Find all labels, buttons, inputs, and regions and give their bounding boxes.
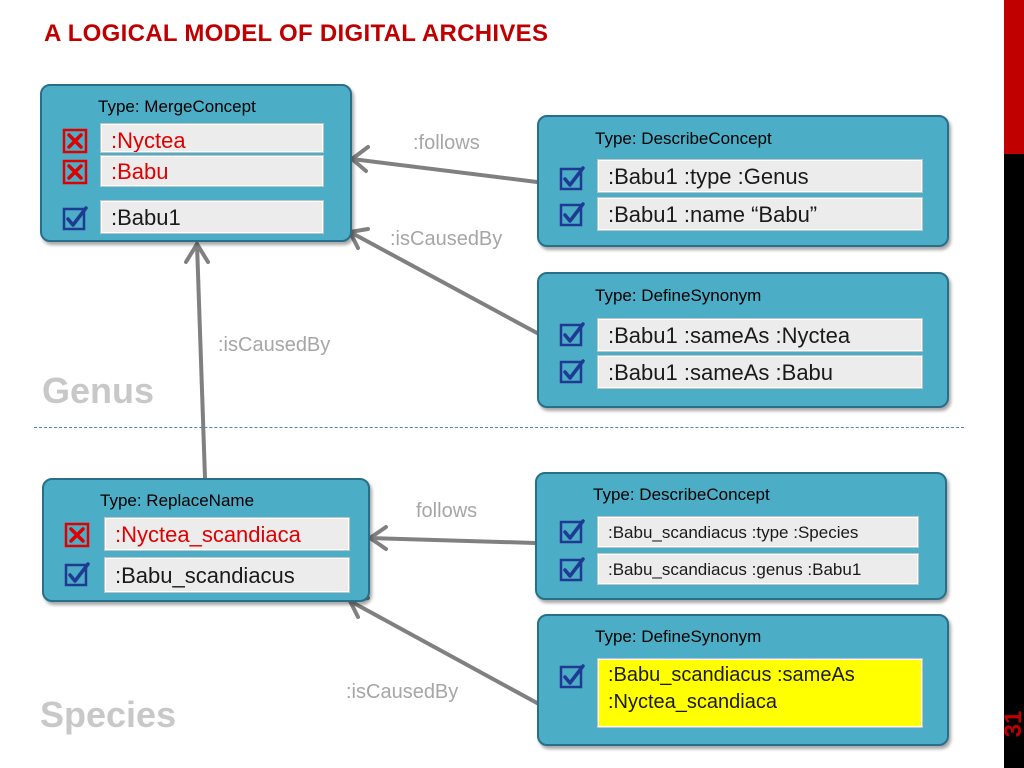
field-babu-scandiacus-type-species: :Babu_scandiacus :type :Species [597, 516, 919, 548]
edge-label-caused-bottom: :isCausedBy [346, 681, 459, 703]
slide-title: A LOGICAL MODEL OF DIGITAL ARCHIVES [44, 20, 549, 47]
arrowhead-caused-vertical [184, 242, 210, 264]
accepted-checkbox-icon [559, 664, 585, 689]
field-babu1-name: :Babu1 :name “Babu” [597, 197, 923, 231]
field-nyctea: :Nyctea [100, 123, 324, 153]
arrow-follows-bottom [368, 536, 537, 545]
box-type-label: Type: DescribeConcept [595, 129, 772, 148]
box-type-label: Type: DefineSynonym [595, 286, 762, 305]
sidebar-accent [1004, 0, 1024, 154]
field-babu: :Babu [100, 155, 324, 187]
edge-label-caused-top: :isCausedBy [390, 228, 503, 250]
field-babu1: :Babu1 [100, 200, 324, 234]
field-babu1-type-genus: :Babu1 :type :Genus [597, 159, 923, 193]
box-type-label: Type: ReplaceName [100, 491, 255, 510]
arrow-follows-top [350, 157, 539, 184]
arrowhead-follows-bottom [368, 525, 388, 551]
box-type-label: Type: DefineSynonym [595, 627, 762, 646]
box-type-label: Type: DescribeConcept [593, 485, 770, 504]
field-nyctea-scandiaca: :Nyctea_scandiaca [104, 517, 350, 551]
accepted-checkbox-icon [62, 206, 88, 231]
accepted-checkbox-icon [559, 322, 585, 347]
arrow-caused-bottom [348, 599, 539, 705]
replace-name-box: Type: ReplaceName :Nyctea_scandiaca :Bab… [42, 478, 370, 602]
field-babu1-sameas-babu: :Babu1 :sameAs :Babu [597, 355, 923, 389]
define-synonym-box-species: Type: DefineSynonym :Babu_scandiacus :sa… [537, 614, 949, 746]
rejected-checkbox-icon [62, 159, 88, 185]
define-synonym-box-genus: Type: DefineSynonym :Babu1 :sameAs :Nyct… [537, 272, 949, 408]
accepted-checkbox-icon [559, 557, 585, 582]
section-divider [34, 427, 964, 428]
field-babu-scandiacus: :Babu_scandiacus [104, 557, 350, 593]
accepted-checkbox-icon [559, 166, 585, 191]
accepted-checkbox-icon [559, 202, 585, 227]
edge-label-follows-top: :follows [413, 132, 480, 154]
accepted-checkbox-icon [64, 562, 90, 587]
box-type-label: Type: MergeConcept [98, 97, 256, 116]
section-label-species: Species [40, 694, 177, 735]
describe-concept-box-species: Type: DescribeConcept :Babu_scandiacus :… [535, 472, 947, 600]
sidebar-bar [1004, 0, 1024, 768]
rejected-checkbox-icon [62, 128, 88, 154]
edge-label-follows-bottom: follows [416, 500, 478, 522]
field-babu-scandiacus-sameas-nyctea-scandiaca: :Babu_scandiacus :sameAs :Nyctea_scandia… [597, 658, 923, 728]
edge-label-caused-vertical: :isCausedBy [218, 334, 331, 356]
section-label-genus: Genus [42, 370, 155, 411]
accepted-checkbox-icon [559, 359, 585, 384]
arrowhead-follows-top [350, 145, 370, 173]
arrow-caused-top [348, 230, 539, 335]
rejected-checkbox-icon [64, 522, 90, 548]
merge-concept-box: Type: MergeConcept :Nyctea :Babu :Babu1 [40, 84, 352, 242]
describe-concept-box-genus: Type: DescribeConcept :Babu1 :type :Genu… [537, 115, 949, 247]
field-babu-scandiacus-genus: :Babu_scandiacus :genus :Babu1 [597, 553, 919, 585]
arrow-caused-vertical [195, 242, 207, 480]
field-babu1-sameas-nyctea: :Babu1 :sameAs :Nyctea [597, 318, 923, 352]
accepted-checkbox-icon [559, 519, 585, 544]
